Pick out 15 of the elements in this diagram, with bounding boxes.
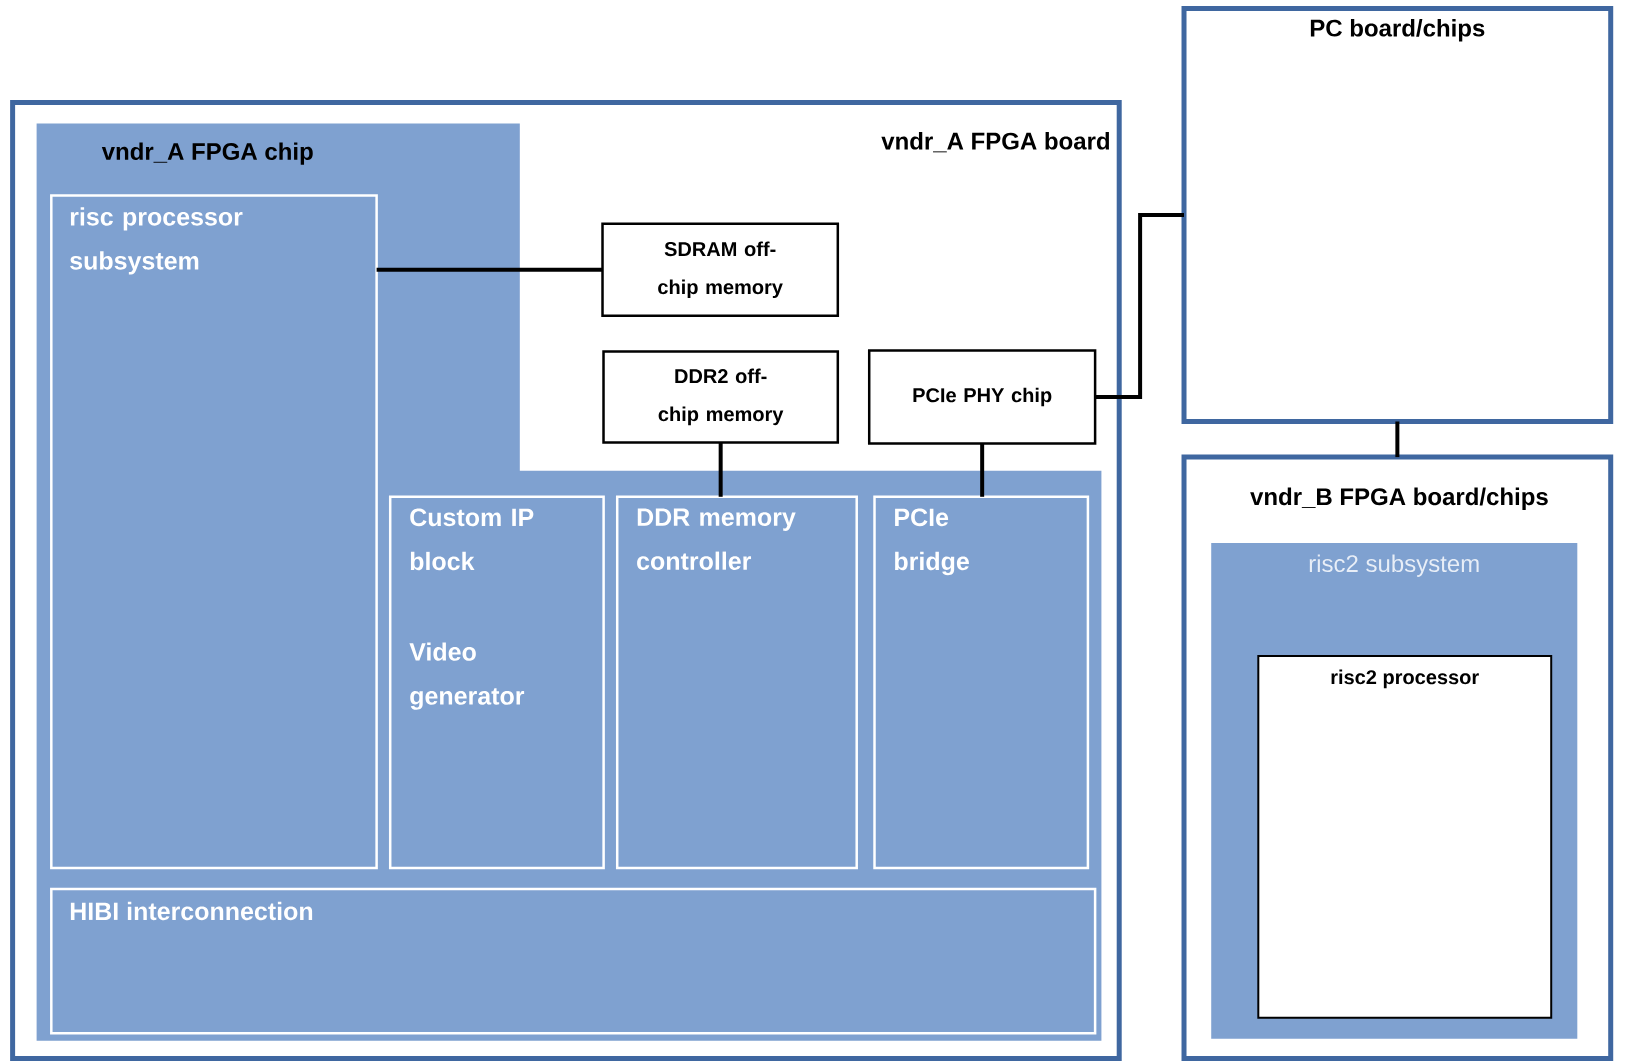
- controller-box: DDR memory controller: [615, 495, 858, 870]
- ip-block-box: Custom IP block Video generator: [388, 495, 605, 870]
- phy-chip-box: PCIe PHY chip: [867, 349, 1097, 445]
- connector-line: [1095, 212, 1184, 399]
- connector-line: [1395, 421, 1400, 458]
- connector-line: [376, 267, 603, 272]
- subsystem-box: risc processor subsystem: [50, 194, 378, 870]
- board-frame: PC board/chips: [1181, 5, 1614, 424]
- processor-box: risc2 processor: [1257, 654, 1553, 1019]
- memory-chip-box: DDR2 off-chip memory: [602, 350, 840, 444]
- connector-line: [718, 442, 723, 497]
- interconnect-bar: HIBI interconnection: [50, 887, 1097, 1035]
- connector-line: [980, 443, 985, 497]
- memory-chip-box: SDRAM off-chip memory: [601, 222, 840, 318]
- bridge-box: PCIe bridge: [873, 495, 1090, 870]
